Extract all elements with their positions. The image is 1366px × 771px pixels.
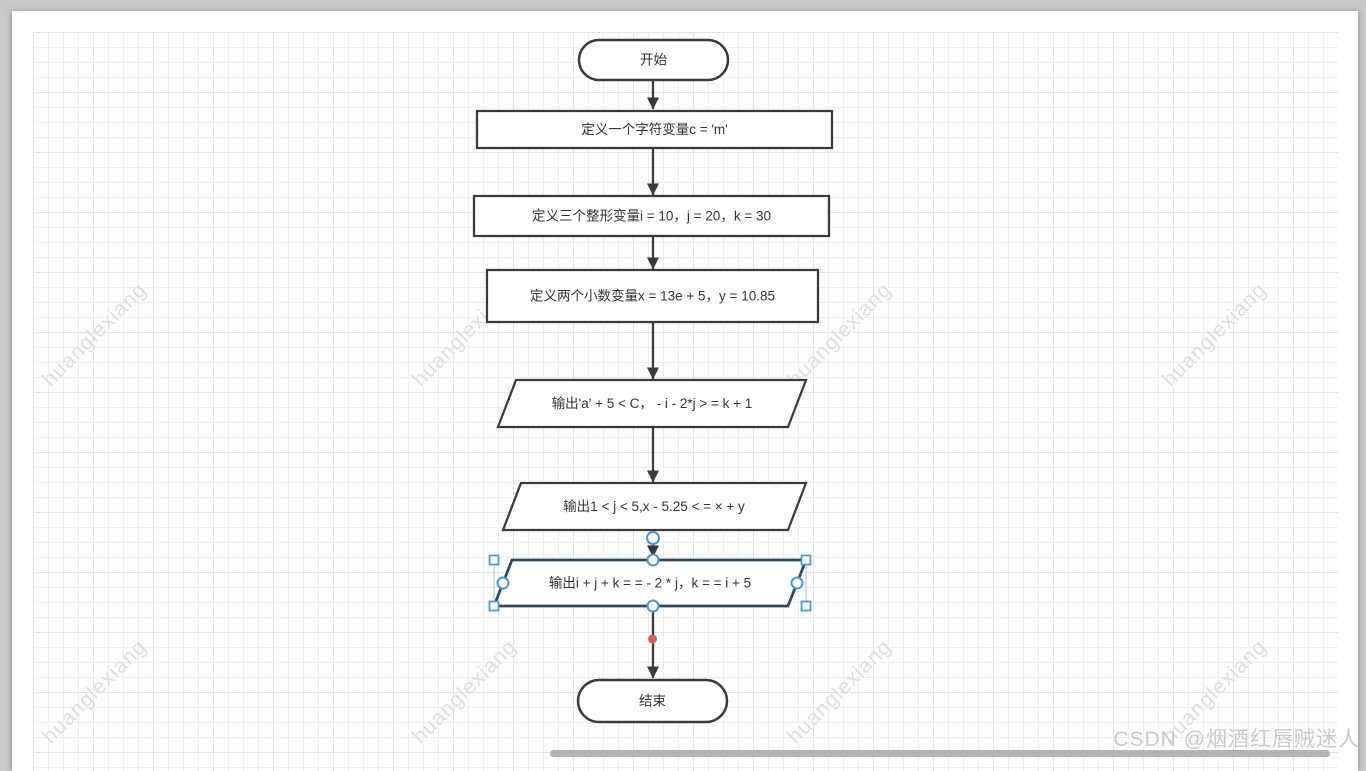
- connector-endpoint-handle[interactable]: [646, 531, 660, 545]
- horizontal-scrollbar-thumb[interactable]: [550, 750, 1330, 757]
- selection-overlay: [488, 531, 812, 644]
- node-end-label: 结束: [639, 694, 667, 709]
- connection-point-left[interactable]: [496, 576, 510, 590]
- connection-point-bottom[interactable]: [646, 599, 660, 613]
- connection-point-right[interactable]: [790, 576, 804, 590]
- node-define-float-label: 定义两个小数变量x = 13e + 5，y = 10.85: [530, 289, 775, 304]
- node-output-2-label: 输出1 < j < 5,x - 5.25 < = × + y: [563, 499, 745, 514]
- node-define-int[interactable]: 定义三个整形变量i = 10，j = 20，k = 30: [472, 194, 831, 238]
- node-end[interactable]: 结束: [576, 678, 729, 724]
- node-start-label: 开始: [640, 53, 668, 68]
- node-output-1-label: 输出'a' + 5 < C， - i - 2*j > = k + 1: [552, 396, 753, 411]
- resize-handle-bottom-left[interactable]: [488, 600, 500, 612]
- node-start[interactable]: 开始: [577, 38, 730, 82]
- resize-handle-top-right[interactable]: [800, 554, 812, 566]
- node-output-3-label: 输出i + j + k = = - 2 * j，k = = i + 5: [549, 576, 751, 591]
- node-define-int-label: 定义三个整形变量i = 10，j = 20，k = 30: [532, 209, 771, 224]
- node-output-3-selected[interactable]: 输出i + j + k = = - 2 * j，k = = i + 5: [491, 558, 809, 608]
- node-output-1[interactable]: 输出'a' + 5 < C， - i - 2*j > = k + 1: [496, 378, 808, 429]
- node-define-char-label: 定义一个字符变量c = 'm': [581, 122, 728, 137]
- resize-handle-top-left[interactable]: [488, 554, 500, 566]
- node-output-2[interactable]: 输出1 < j < 5,x - 5.25 < = × + y: [501, 481, 808, 532]
- node-define-float[interactable]: 定义两个小数变量x = 13e + 5，y = 10.85: [485, 268, 820, 324]
- node-define-char[interactable]: 定义一个字符变量c = 'm': [475, 109, 834, 150]
- connection-point-top[interactable]: [646, 553, 660, 567]
- resize-handle-bottom-right[interactable]: [800, 600, 812, 612]
- connector-waypoint-dot[interactable]: [648, 634, 657, 644]
